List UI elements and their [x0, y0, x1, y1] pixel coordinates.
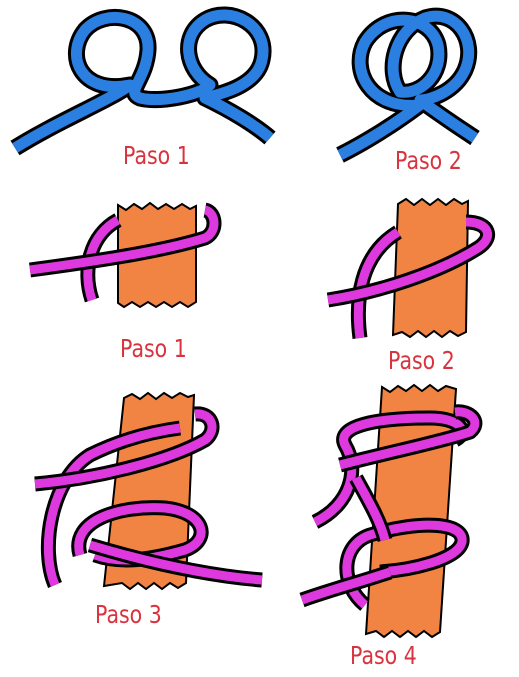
panel-loops-step2: [340, 16, 475, 155]
label-loops-step2: Paso 2: [395, 148, 462, 173]
panel-hitch-step4: [302, 385, 475, 637]
panel-hitch-step1: [30, 203, 214, 307]
panel-hitch-step2: [328, 199, 488, 338]
label-hitch-step1: Paso 1: [120, 336, 187, 361]
label-loops-step1: Paso 1: [123, 143, 190, 168]
panel-loops-step1: [15, 15, 270, 148]
panel-hitch-step3: [35, 393, 262, 589]
label-hitch-step3: Paso 3: [95, 602, 162, 627]
label-hitch-step4: Paso 4: [350, 643, 417, 668]
label-hitch-step2: Paso 2: [388, 348, 455, 373]
